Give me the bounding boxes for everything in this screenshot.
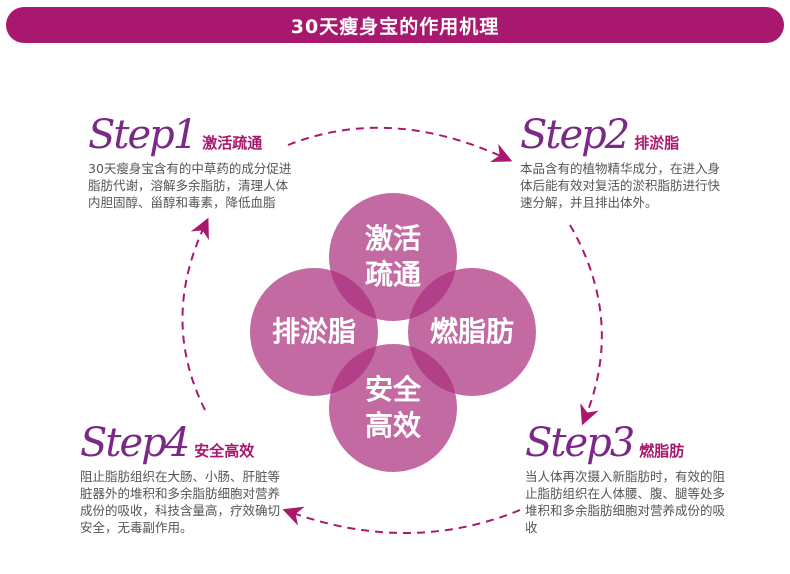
step-4-name: 安全高效 — [194, 442, 255, 460]
step-3-number: 3 — [609, 420, 636, 466]
step-1-number: 1 — [172, 112, 199, 158]
arrow-step2-to-step3 — [569, 224, 603, 426]
step-4-description: 阻止脂肪组织在大肠、小肠、肝脏等脏器外的堆积和多余脂肪细胞对营养成份的吸收，科技… — [80, 469, 281, 535]
step-2-number: 2 — [604, 112, 631, 158]
circle-right-label: 燃脂肪 — [429, 315, 514, 348]
page-title: 30天瘦身宝的作用机理 — [290, 15, 500, 38]
step-4-word: Step — [80, 420, 167, 466]
step-3-description: 当人体再次摄入新脂肪时，有效的阻止脂肪组织在人体腰、腹、腿等处多堆积和多余脂肪细… — [525, 469, 726, 535]
arrow-step4-to-step1 — [181, 217, 209, 411]
step-1-word: Step — [88, 112, 175, 158]
circle-bottom-label: 安全高效 — [364, 373, 421, 442]
step-1-name: 激活疏通 — [202, 134, 263, 152]
title-bar: 30天瘦身宝的作用机理 — [6, 7, 784, 43]
step-4-number: 4 — [164, 420, 191, 466]
step-3-word: Step — [525, 420, 612, 466]
step-1-description: 30天瘦身宝含有的中草药的成分促进脂肪代谢，溶解多余脂肪，清理人体内胆固醇、甾醇… — [88, 161, 292, 210]
circle-top-label: 激活疏通 — [364, 222, 421, 291]
step-2-description: 本品含有的植物精华成分，在进入身体后能有效对复活的淤积脂肪进行快速分解，并且排出… — [520, 161, 721, 210]
arrow-step3-to-step4 — [282, 506, 521, 534]
circle-left-label: 排淤脂 — [271, 315, 356, 348]
arrow-step1-to-step2 — [287, 126, 513, 163]
step-2-word: Step — [520, 112, 607, 158]
step-2-name: 排淤脂 — [634, 134, 680, 152]
circle-bottom: 安全高效 — [329, 344, 457, 472]
step-3-name: 燃脂肪 — [639, 442, 685, 460]
